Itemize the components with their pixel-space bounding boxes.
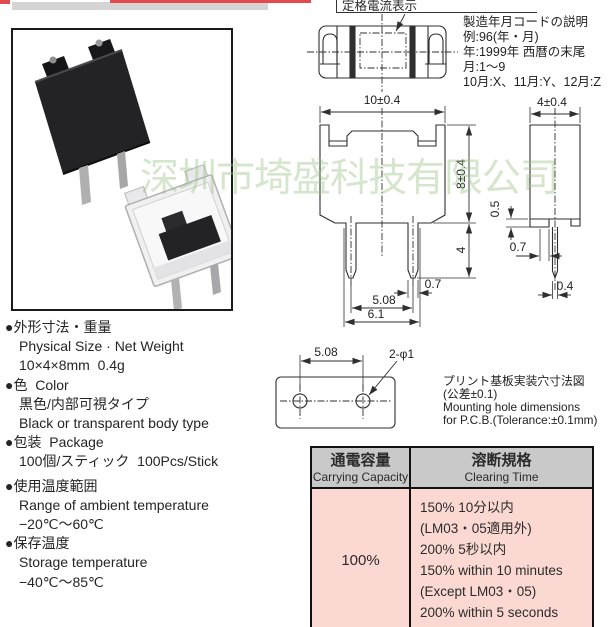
clearing-line: 150% 10分以内 (420, 500, 514, 515)
dimension-labels: 10±0.4 8±0.4 4 0.7 5.08 6.1 4±0.4 0.5 0.… (314, 93, 573, 361)
table-header-cell-clearing: 溶断規格 Clearing Time (411, 448, 592, 487)
clearing-line: (LM03・05適用外) (420, 521, 532, 536)
date-code-line: 10月:X、11月:Y、12月:Z (463, 74, 602, 89)
front-pin-width-dim: 0.7 (425, 277, 442, 291)
spec-line: 100個/スティック 100Pcs/Stick (19, 453, 219, 470)
capacity-header-en: Carrying Capacity (312, 470, 409, 484)
spec-line: ●使用温度範囲 (5, 477, 98, 494)
clearing-line: 150% within 10 minutes (420, 563, 563, 578)
specs-list: ●外形寸法・重量 Physical Size · Net Weight 10×4… (5, 318, 218, 592)
spec-line: ●色 Color (5, 376, 69, 393)
spec-line: −20℃〜60℃ (19, 516, 104, 533)
spec-line: Physical Size · Net Weight (19, 338, 184, 355)
front-pin-outer-dim: 6.1 (368, 307, 385, 321)
spec-line: Black or transparent body type (19, 415, 209, 432)
extension-lines (299, 106, 581, 392)
top-view-drawing (318, 25, 447, 79)
ratings-table: 通電容量 Carrying Capacity 溶断規格 Clearing Tim… (310, 446, 594, 627)
transparent-fuse-illustration (124, 163, 231, 309)
clearing-header-jp: 溶断規格 (471, 452, 532, 469)
clearing-line: 200% within 5 seconds (420, 605, 559, 620)
side-standoff-dim: 0.5 (488, 200, 502, 217)
capacity-value: 100% (312, 489, 411, 627)
top-red-bar (110, 0, 311, 3)
pcb-caption-line: Mounting hole dimensions (443, 400, 581, 414)
label-leader-line (395, 13, 406, 32)
spec-line: ●保存温度 (5, 535, 70, 552)
front-pin-pitch-dim: 5.08 (372, 293, 396, 307)
black-fuse-illustration (34, 39, 151, 205)
fuse-photo-illustration (34, 39, 231, 309)
spec-line: ●包装 Package (5, 434, 104, 451)
front-height-dim: 8±0.4 (454, 159, 468, 189)
side-foot-dim: 0.7 (510, 240, 527, 254)
spec-line: ●外形寸法・重量 (5, 319, 112, 335)
clearing-time-cell: 150% 10分以内 (LM03・05適用外) 200% 5秒以内 150% w… (411, 489, 592, 627)
date-code-note: 製造年月コードの説明 例:96(年・月) 年:1999年 西暦の末尾 月:1〜9… (463, 15, 601, 90)
spec-line: −40℃〜85℃ (19, 573, 104, 590)
product-photo (11, 28, 233, 311)
date-code-line: 製造年月コードの説明 (463, 15, 589, 29)
pcb-hole-label: 2-φ1 (389, 347, 414, 361)
front-width-dim: 10±0.4 (364, 93, 401, 107)
date-code-line: 例:96(年・月) (463, 29, 539, 44)
side-pin-thickness-dim: 0.4 (557, 279, 574, 293)
table-header-cell-capacity: 通電容量 Carrying Capacity (312, 448, 411, 487)
spec-line: Storage temperature (19, 554, 148, 571)
pcb-pitch-dim: 5.08 (314, 345, 338, 359)
pcb-caption-line: プリント基板実装穴寸法図 (443, 374, 585, 388)
spec-line: 10×4×8mm 0.4g (19, 357, 125, 374)
date-code-line: 月:1〜9 (463, 59, 506, 74)
spec-line: 黒色/内部可視タイプ (19, 395, 149, 412)
side-width-dim: 4±0.4 (537, 95, 567, 109)
spec-line: Range of ambient temperature (19, 496, 209, 513)
pcb-caption-line: for P.C.B.(Tolerance:±0.1mm) (443, 413, 598, 427)
clearing-line: (Except LM03・05) (420, 584, 537, 599)
clearing-header-en: Clearing Time (464, 470, 539, 484)
table-body-row: 100% 150% 10分以内 (LM03・05適用外) 200% 5秒以内 1… (312, 489, 592, 627)
clearing-line: 200% 5秒以内 (420, 542, 507, 557)
date-code-line: 年:1999年 西暦の末尾 (463, 44, 586, 59)
front-view-drawing (319, 124, 446, 279)
pcb-hole-drawing (275, 376, 396, 429)
top-gray-bar (12, 2, 268, 10)
front-pin-length-dim: 4 (454, 246, 468, 253)
pcb-caption: プリント基板実装穴寸法図 (公差±0.1) Mounting hole dime… (443, 375, 597, 427)
rated-current-label: 定格電流表示 (336, 0, 537, 13)
side-view-drawing (529, 124, 581, 280)
top-red-accent-left (0, 0, 10, 4)
hole-leader-line (368, 360, 398, 396)
pcb-caption-line: (公差±0.1) (443, 387, 498, 401)
capacity-header-jp: 通電容量 (330, 452, 391, 469)
table-header-row: 通電容量 Carrying Capacity 溶断規格 Clearing Tim… (312, 448, 592, 489)
